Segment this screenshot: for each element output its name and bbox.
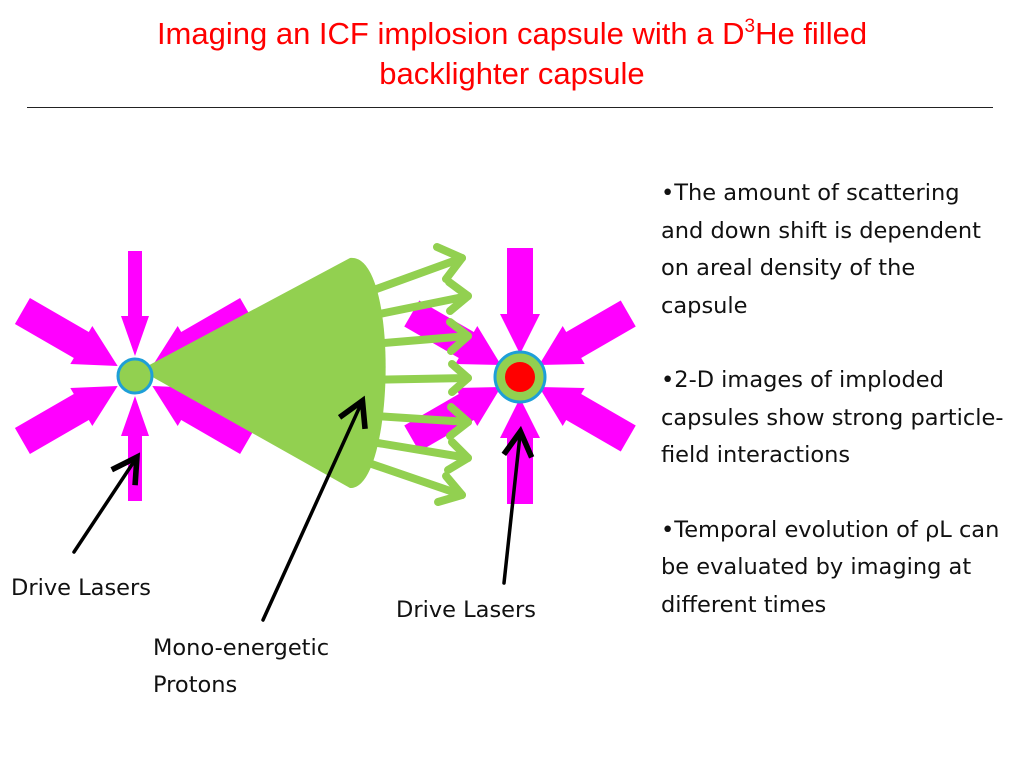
protons-label-line1: Mono-energetic [153, 635, 330, 661]
pointer-arrows [72, 395, 535, 622]
backlighter-capsule-icon [116, 357, 154, 395]
protons-label-line2: Protons [153, 672, 238, 698]
bullet-list: •The amount of scattering and down shift… [661, 175, 1006, 661]
bullet-item-scattering: •The amount of scattering and down shift… [661, 180, 981, 319]
title-text-part2: He filled [755, 16, 868, 51]
pointer-arrow-right-lasers [501, 425, 535, 585]
drive-lasers-label-right: Drive Lasers [396, 597, 536, 623]
title-superscript: 3 [744, 16, 756, 37]
pointer-arrow-left-lasers [72, 452, 141, 554]
pointer-arrow-protons [261, 395, 368, 622]
title-text-line2: backlighter capsule [379, 56, 645, 91]
slide-title: Imaging an ICF implosion capsule with a … [60, 14, 964, 94]
title-text-part1: Imaging an ICF implosion capsule with a … [156, 16, 745, 51]
title-divider [27, 107, 993, 108]
proton-beam-cone [140, 257, 386, 489]
drive-lasers-label-left: Drive Lasers [11, 575, 151, 601]
bullet-item-temporal: •Temporal evolution of ρL can be evaluat… [661, 516, 1000, 618]
bullet-item-2d-images: •2-D images of imploded capsules show st… [661, 367, 1004, 468]
protons-label: Mono-energetic Protons [153, 630, 329, 704]
imploded-capsule-icon [493, 350, 547, 404]
